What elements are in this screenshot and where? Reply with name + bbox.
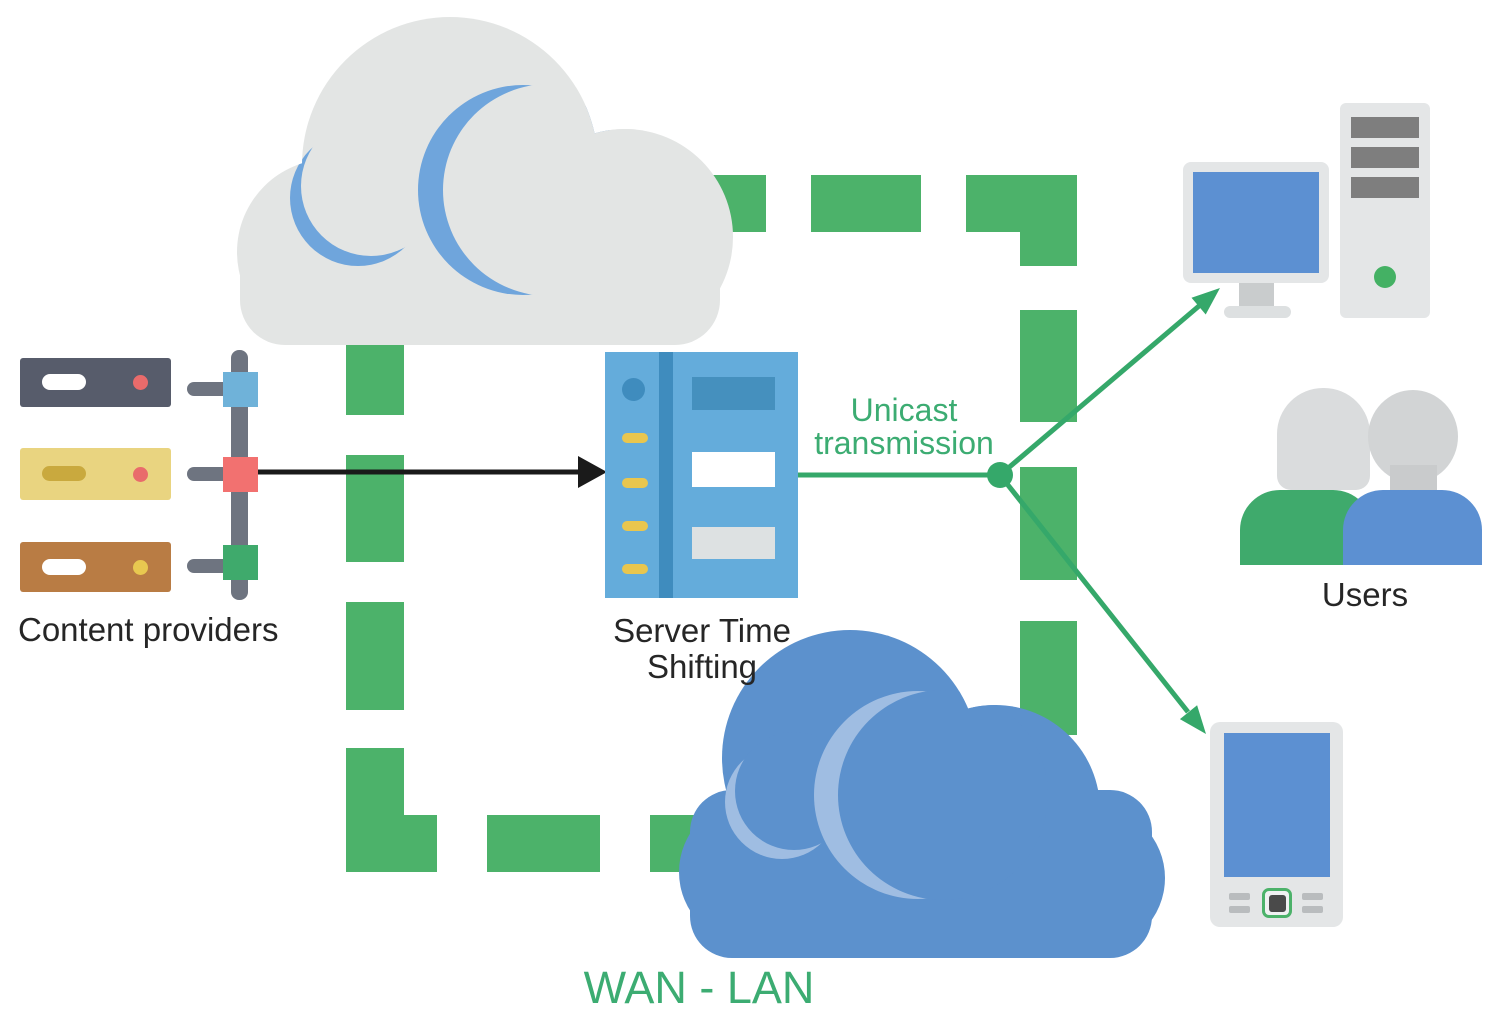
- server-led: [622, 564, 648, 574]
- drive-slot: [42, 374, 86, 390]
- provider-server-1: [20, 358, 171, 407]
- server-slot-dark: [692, 377, 775, 410]
- server-power-dot: [622, 378, 645, 401]
- status-led: [133, 467, 148, 482]
- server-led: [622, 478, 648, 488]
- time-shift-server-icon: [605, 352, 798, 598]
- timeline-tap: [187, 467, 233, 481]
- user-female-head: [1277, 388, 1370, 490]
- timeline-tap: [187, 559, 233, 573]
- users-label: Users: [1321, 576, 1409, 613]
- tablet-key: [1229, 906, 1250, 913]
- tower-drive-bay: [1351, 177, 1419, 198]
- user-male-body: [1343, 490, 1482, 565]
- drive-slot: [42, 559, 86, 575]
- dash-segment: [1020, 310, 1077, 422]
- provider-server-2: [20, 448, 171, 500]
- monitor-base: [1224, 306, 1291, 318]
- computer-tower: [1340, 103, 1430, 318]
- wan-cloud-crescents: [290, 84, 655, 296]
- dash-segment: [966, 175, 1077, 232]
- server-divider: [659, 352, 673, 598]
- arrowhead-to-tablet: [1179, 705, 1206, 734]
- tower-power-button: [1374, 266, 1396, 288]
- server-slot-white: [692, 452, 775, 487]
- tablet-home-button: [1262, 888, 1292, 918]
- tablet-icon: [1210, 722, 1343, 927]
- lan-cloud-crescents: [725, 690, 1048, 900]
- tablet-key: [1302, 906, 1323, 913]
- line-to-tablet: [998, 473, 1190, 714]
- wan-lan-label: WAN - LAN: [583, 962, 815, 1013]
- unicast-transmission-label: Unicast transmission: [779, 394, 1029, 460]
- status-led: [133, 560, 148, 575]
- drive-slot: [42, 466, 86, 481]
- tablet-home-button-inner: [1268, 894, 1286, 912]
- server-label-line2: Shifting: [646, 648, 758, 685]
- monitor-frame: [1183, 162, 1329, 283]
- server-time-shifting-label: Server Time Shifting: [595, 613, 809, 685]
- dash-segment: [811, 175, 921, 232]
- server-slot-light: [692, 527, 775, 559]
- unicast-connections: [796, 288, 1220, 734]
- tower-drive-bay: [1351, 117, 1419, 138]
- server-led: [622, 433, 648, 443]
- content-providers-label: Content providers: [18, 611, 279, 648]
- unicast-label-line2: transmission: [814, 425, 994, 461]
- tablet-screen: [1224, 733, 1330, 877]
- dash-segment: [346, 602, 404, 710]
- server-led: [622, 521, 648, 531]
- dash-segment: [1020, 232, 1077, 266]
- wan-cloud-icon: [237, 17, 733, 345]
- status-led: [133, 375, 148, 390]
- line-to-desktop: [998, 304, 1201, 477]
- dash-segment: [346, 748, 404, 872]
- channel-marker-red: [223, 457, 258, 492]
- provider-server-3: [20, 542, 171, 592]
- tower-drive-bay: [1351, 147, 1419, 168]
- arrowhead-to-desktop: [1191, 288, 1220, 315]
- server-label-line1: Server Time: [613, 612, 791, 649]
- channel-marker-blue: [223, 372, 258, 407]
- dash-segment: [487, 815, 600, 872]
- provider-to-server-arrow: [258, 456, 607, 488]
- dash-segment: [404, 815, 437, 872]
- monitor-stand: [1239, 283, 1274, 308]
- unicast-junction-dot: [987, 462, 1013, 488]
- lan-cloud-icon: [679, 630, 1165, 958]
- timeline-tap: [187, 382, 233, 396]
- tablet-key: [1229, 893, 1250, 900]
- unicast-label-line1: Unicast: [850, 392, 958, 428]
- channel-marker-green: [223, 545, 258, 580]
- monitor-screen: [1193, 172, 1319, 273]
- tablet-key: [1302, 893, 1323, 900]
